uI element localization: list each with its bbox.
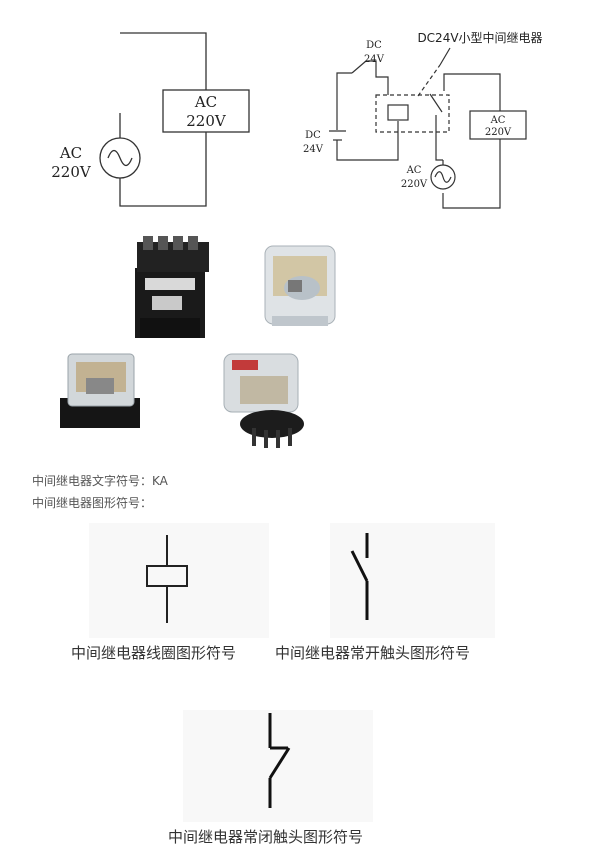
switch-label-1: DC <box>366 40 382 51</box>
load-wire-right <box>442 139 501 209</box>
nc-contact-symbol <box>268 713 291 808</box>
no-contact-symbol-panel <box>330 523 495 638</box>
left-source-label-1: AC <box>59 144 82 162</box>
left-sine-wave <box>107 149 133 167</box>
left-wire-right-bottom <box>119 132 207 207</box>
right-source-label-1: AC <box>406 165 422 176</box>
relay-photos <box>40 228 370 464</box>
coil-symbol-panel <box>89 523 269 638</box>
graphic-symbol-note: 中间继电器图形符号： <box>32 496 153 510</box>
load-wire-top <box>443 73 501 111</box>
relay-photo-2 <box>264 245 336 326</box>
no-contact-symbol <box>350 533 369 620</box>
switch-label-2: 24V <box>364 54 385 65</box>
no-contact-symbol-caption: 中间继电器常开触头图形符号 <box>275 644 471 662</box>
left-source-label-2: 220V <box>51 163 92 181</box>
control-switch-blade <box>351 60 367 74</box>
control-wire-bottom <box>336 121 399 161</box>
relay-photo-3 <box>60 353 140 428</box>
right-source-label-2: 220V <box>401 179 428 190</box>
control-wire-top <box>366 60 389 95</box>
battery-label-1: DC <box>305 130 321 141</box>
right-sine-wave <box>434 171 452 183</box>
control-wire-left <box>336 72 352 130</box>
right-load-box <box>469 110 527 140</box>
coil-symbol <box>146 535 188 623</box>
left-load-label-2: 220V <box>186 112 227 130</box>
right-load-label-1: AC <box>490 115 506 126</box>
nc-contact-symbol-caption: 中间继电器常闭触头图形符号 <box>168 828 364 846</box>
text-symbol-note: 中间继电器文字符号：KA <box>32 474 168 488</box>
right-load-label-2: 220V <box>485 127 512 138</box>
left-ac-circuit: AC 220V AC 220V <box>51 32 250 207</box>
relay-title: DC24V小型中间继电器 <box>417 30 542 45</box>
title-leader-line <box>439 47 451 66</box>
coil-symbol-caption: 中间继电器线圈图形符号 <box>71 644 237 662</box>
left-wire-top <box>120 32 207 90</box>
left-load-label-1: AC <box>194 93 217 111</box>
relay-dashed-box <box>375 94 450 133</box>
relay-coil-box <box>387 104 409 121</box>
relay-photo-1 <box>135 236 209 338</box>
nc-contact-symbol-panel <box>183 710 373 822</box>
relay-arm-dashed <box>417 64 441 97</box>
relay-photo-4 <box>223 353 304 448</box>
battery-label-2: 24V <box>303 144 324 155</box>
load-wire-left <box>435 115 443 161</box>
relay-contact-blade <box>429 93 443 113</box>
right-relay-circuit: DC24V小型中间继电器 DC 24V DC 24V AC 220V AC 22… <box>303 30 543 209</box>
